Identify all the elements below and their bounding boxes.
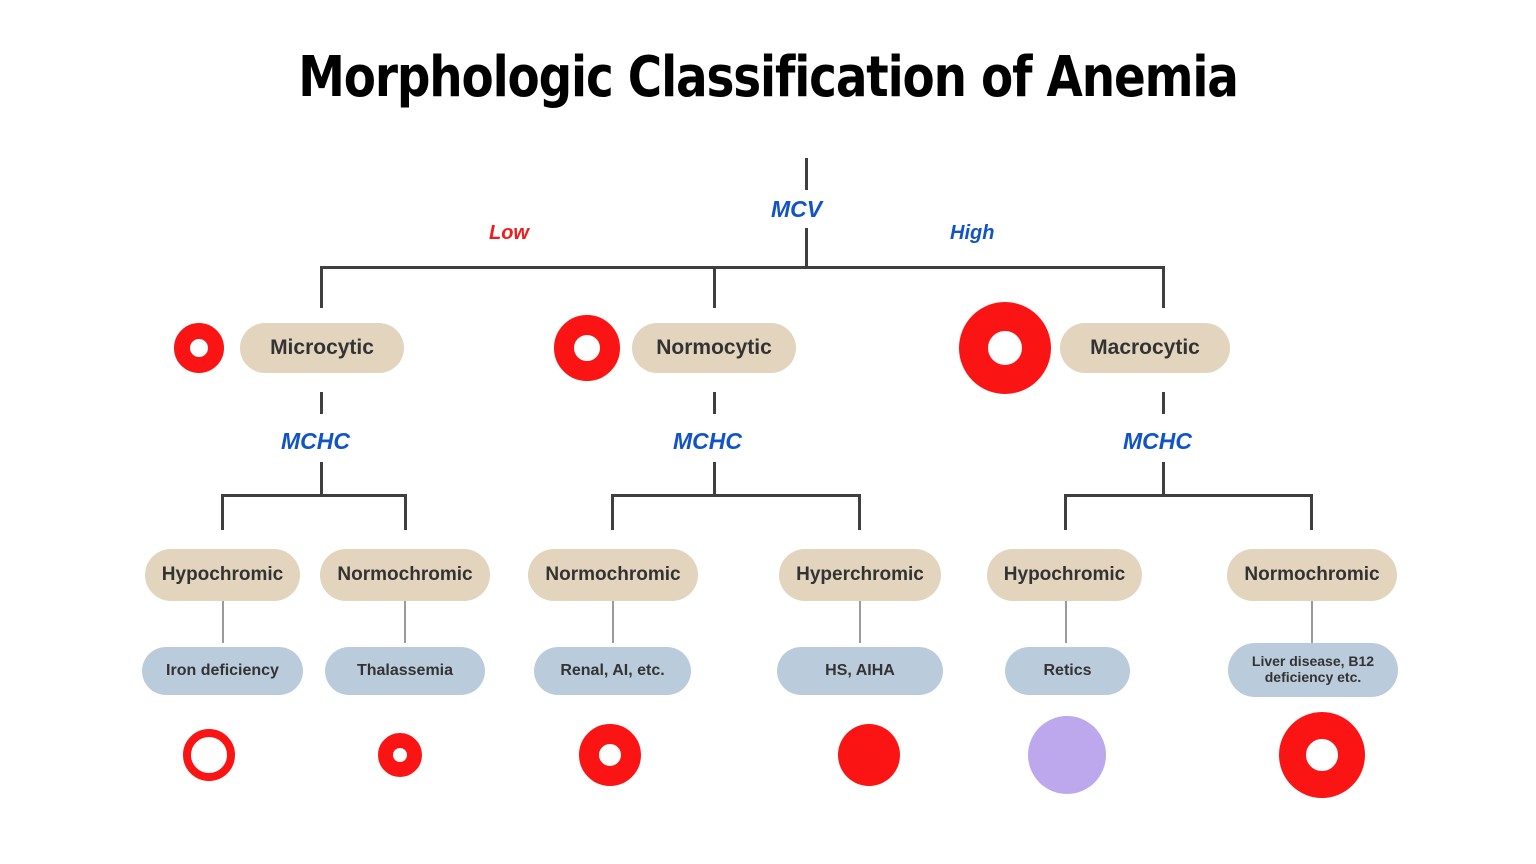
leaf-liver-disease-b12[interactable]: Liver disease, B12 deficiency etc.	[1228, 643, 1398, 697]
node-macrocytic-hypochromic[interactable]: Hypochromic	[987, 549, 1142, 601]
connector-normocytic-normochromic	[612, 601, 614, 643]
node-macrocytic-normochromic[interactable]: Normochromic	[1227, 549, 1397, 601]
branch-label-low: Low	[489, 222, 529, 244]
microcytic-drop-right	[404, 494, 407, 530]
branch-label-high: High	[950, 222, 995, 244]
node-macrocytic-label: Macrocytic	[1090, 336, 1200, 360]
rbc-microcytic-icon	[174, 323, 224, 373]
connector-macrocytic-normochromic	[1311, 601, 1313, 643]
macrocytic-branch-bar	[1064, 494, 1312, 497]
node-normocytic[interactable]: Normocytic	[632, 323, 796, 373]
leaf-iron-deficiency-label: Iron deficiency	[166, 662, 279, 680]
node-microcytic-hypochromic-label: Hypochromic	[161, 564, 284, 586]
rbc-macrocytic-normochromic-icon	[1279, 712, 1365, 798]
node-normocytic-hyperchromic[interactable]: Hyperchromic	[779, 549, 941, 601]
connector-normocytic-hyperchromic	[859, 601, 861, 643]
microcytic-drop-left	[221, 494, 224, 530]
root-drop-macrocytic	[1162, 266, 1165, 308]
connector-macrocytic-hypochromic	[1065, 601, 1067, 643]
normocytic-stem	[713, 392, 716, 414]
rbc-reticulocyte-icon	[1028, 716, 1106, 794]
leaf-iron-deficiency[interactable]: Iron deficiency	[142, 647, 303, 695]
node-macrocytic[interactable]: Macrocytic	[1060, 323, 1230, 373]
microcytic-branch-bar	[221, 494, 407, 497]
normocytic-branch-bar	[611, 494, 861, 497]
rbc-microcytic-normochromic-icon	[378, 733, 422, 777]
root-drop-microcytic	[320, 266, 323, 308]
rbc-normocytic-icon	[554, 315, 620, 381]
root-stem-bottom	[805, 228, 808, 268]
microcytic-stem	[320, 392, 323, 414]
node-macrocytic-hypochromic-label: Hypochromic	[1003, 564, 1126, 586]
macrocytic-stem	[1162, 392, 1165, 414]
macrocytic-drop-right	[1310, 494, 1313, 530]
node-microcytic-label: Microcytic	[270, 336, 374, 360]
leaf-retics-label: Retics	[1043, 662, 1092, 680]
node-macrocytic-normochromic-label: Normochromic	[1244, 564, 1380, 586]
leaf-hs-aiha[interactable]: HS, AIHA	[777, 647, 943, 695]
macrocytic-drop-left	[1064, 494, 1067, 530]
root-test-label: MCV	[771, 196, 823, 222]
root-stem-top	[805, 158, 808, 190]
leaf-thalassemia[interactable]: Thalassemia	[325, 647, 485, 695]
normocytic-drop-left	[611, 494, 614, 530]
node-normocytic-normochromic-label: Normochromic	[545, 564, 681, 586]
node-microcytic-hypochromic[interactable]: Hypochromic	[145, 549, 300, 601]
microcytic-test-stem	[320, 462, 323, 496]
root-drop-normocytic	[713, 266, 716, 308]
connector-microcytic-normochromic	[404, 601, 406, 643]
leaf-renal-ai[interactable]: Renal, AI, etc.	[534, 647, 691, 695]
normocytic-drop-right	[858, 494, 861, 530]
node-normocytic-hyperchromic-label: Hyperchromic	[796, 564, 924, 586]
leaf-liver-disease-b12-label: Liver disease, B12 deficiency etc.	[1251, 653, 1375, 685]
rbc-macrocytic-icon	[959, 302, 1051, 394]
node-normocytic-normochromic[interactable]: Normochromic	[528, 549, 698, 601]
leaf-renal-ai-label: Renal, AI, etc.	[560, 662, 665, 680]
normocytic-test-stem	[713, 462, 716, 496]
leaf-hs-aiha-label: HS, AIHA	[825, 662, 895, 680]
leaf-retics[interactable]: Retics	[1005, 647, 1130, 695]
node-microcytic-normochromic-label: Normochromic	[337, 564, 473, 586]
node-microcytic-normochromic[interactable]: Normochromic	[320, 549, 490, 601]
macrocytic-test-stem	[1162, 462, 1165, 496]
node-microcytic[interactable]: Microcytic	[240, 323, 404, 373]
microcytic-test-label: MCHC	[281, 428, 350, 454]
rbc-hyperchromic-solid-icon	[838, 724, 900, 786]
root-branch-bar	[320, 266, 1165, 269]
macrocytic-test-label: MCHC	[1123, 428, 1192, 454]
rbc-normochromic-icon	[579, 724, 641, 786]
node-normocytic-label: Normocytic	[656, 336, 772, 360]
rbc-hypochromic-thin-ring-icon	[183, 729, 235, 781]
leaf-thalassemia-label: Thalassemia	[356, 662, 454, 680]
normocytic-test-label: MCHC	[673, 428, 742, 454]
connector-microcytic-hypochromic	[222, 601, 224, 643]
page-title: Morphologic Classification of Anemia	[298, 45, 1239, 110]
